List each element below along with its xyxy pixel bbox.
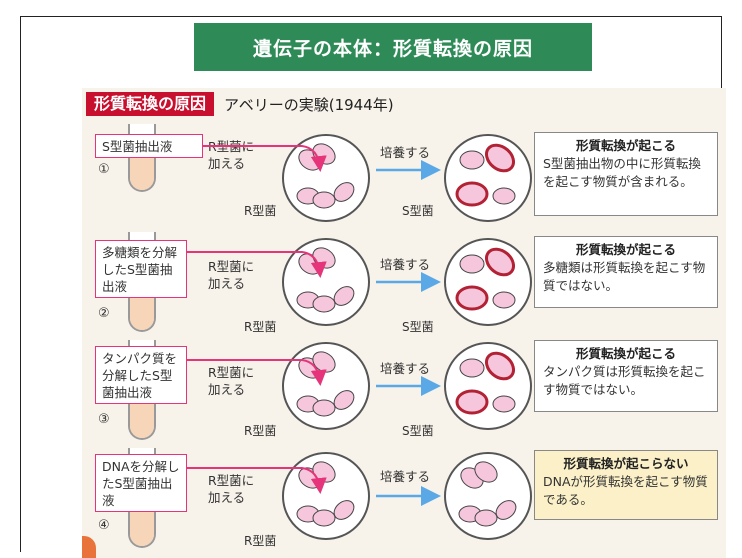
transformed-cells-icon: [455, 247, 516, 311]
result-text: DNAが形質転換を起こす物質である。: [543, 474, 708, 507]
add-arrow: [203, 145, 327, 172]
result-title: 形質転換が起こる: [575, 242, 676, 257]
figure-header: 形質転換の原因 アベリーの実験(1944年): [86, 92, 394, 116]
culture-arrows: [376, 160, 441, 506]
result-text: 多糖類は形質転換を起こす物質ではない。: [543, 260, 706, 293]
result-dish: [444, 134, 532, 222]
r-strain-dish: [282, 452, 370, 540]
add-arrows: [187, 145, 327, 494]
r-cells-icon: [296, 461, 355, 527]
result-text: S型菌抽出物の中に形質転換を起こす物質が含まれる。: [543, 156, 701, 189]
culture-label: 培養する: [380, 469, 431, 484]
add-arrow: [187, 251, 327, 278]
culture-label: 培養する: [380, 145, 431, 160]
s-strain-label: S型菌: [402, 320, 434, 334]
extract-label: 多糖類を分解したS型菌抽出液: [95, 240, 187, 298]
transformed-cells-icon: [455, 143, 516, 207]
result-title: 形質転換が起こる: [575, 346, 676, 361]
r-strain-dish: [282, 134, 370, 222]
decorative-shape: [82, 536, 96, 558]
experiment-row: タンパク質を分解したS型菌抽出液 ③ R型菌に加える R型菌 培養する S型菌 …: [82, 340, 726, 448]
figure-label: 形質転換の原因: [86, 92, 215, 116]
s-strain-label: S型菌: [402, 424, 434, 438]
row-number: ②: [98, 306, 110, 321]
experiment-row: S型菌抽出液 ① R型菌に加える R型菌 培養する S型菌 形質転換が起こる S…: [82, 124, 726, 232]
result-dish: [444, 342, 532, 430]
experiment-row: 多糖類を分解したS型菌抽出液 ② R型菌に加える R型菌 培養する S型菌 形質…: [82, 232, 726, 340]
r-strain-dish: [282, 238, 370, 326]
row-number: ①: [98, 162, 110, 177]
result-box: 形質転換が起こる 多糖類は形質転換を起こす物質ではない。: [534, 236, 718, 308]
add-label: R型菌に加える: [208, 259, 255, 291]
add-label: R型菌に加える: [208, 365, 255, 397]
r-strain-label: R型菌: [244, 320, 277, 334]
result-dish: [444, 452, 532, 540]
extract-label: DNAを分解したS型菌抽出液: [95, 454, 187, 512]
row-number: ③: [98, 412, 110, 427]
transformed-cells-icon: [455, 351, 516, 415]
result-title: 形質転換が起こらない: [563, 456, 689, 471]
arrows-overlay: [187, 145, 441, 506]
r-cells-icon: [296, 351, 355, 417]
r-cells-icon: [458, 461, 517, 527]
result-text: タンパク質は形質転換を起こす物質ではない。: [543, 364, 706, 397]
row-number: ④: [98, 518, 110, 533]
result-box: 形質転換が起こる S型菌抽出物の中に形質転換を起こす物質が含まれる。: [534, 132, 718, 216]
experiment-row: DNAを分解したS型菌抽出液 ④ R型菌に加える R型菌 培養する 形質転換が起…: [82, 448, 726, 556]
r-strain-label: R型菌: [244, 534, 277, 548]
add-label: R型菌に加える: [208, 473, 255, 505]
culture-label: 培養する: [380, 257, 431, 272]
extract-label: タンパク質を分解したS型菌抽出液: [95, 346, 187, 404]
result-box: 形質転換が起こる タンパク質は形質転換を起こす物質ではない。: [534, 340, 718, 412]
figure-subtitle: アベリーの実験(1944年): [224, 95, 394, 114]
s-strain-label: S型菌: [402, 204, 434, 218]
slide-title: 遺伝子の本体：形質転換の原因: [194, 23, 592, 71]
result-box-highlight: 形質転換が起こらない DNAが形質転換を起こす物質である。: [534, 450, 718, 520]
result-dish: [444, 238, 532, 326]
add-arrow: [187, 467, 327, 494]
r-strain-dish: [282, 342, 370, 430]
culture-label: 培養する: [380, 361, 431, 376]
result-title: 形質転換が起こる: [575, 138, 676, 153]
r-strain-label: R型菌: [244, 204, 277, 218]
r-strain-label: R型菌: [244, 424, 277, 438]
avery-experiment-figure: 形質転換の原因 アベリーの実験(1944年) S型菌抽出液 ① R型菌に加える …: [82, 88, 726, 558]
add-arrow: [187, 359, 327, 386]
extract-label: S型菌抽出液: [95, 134, 203, 158]
